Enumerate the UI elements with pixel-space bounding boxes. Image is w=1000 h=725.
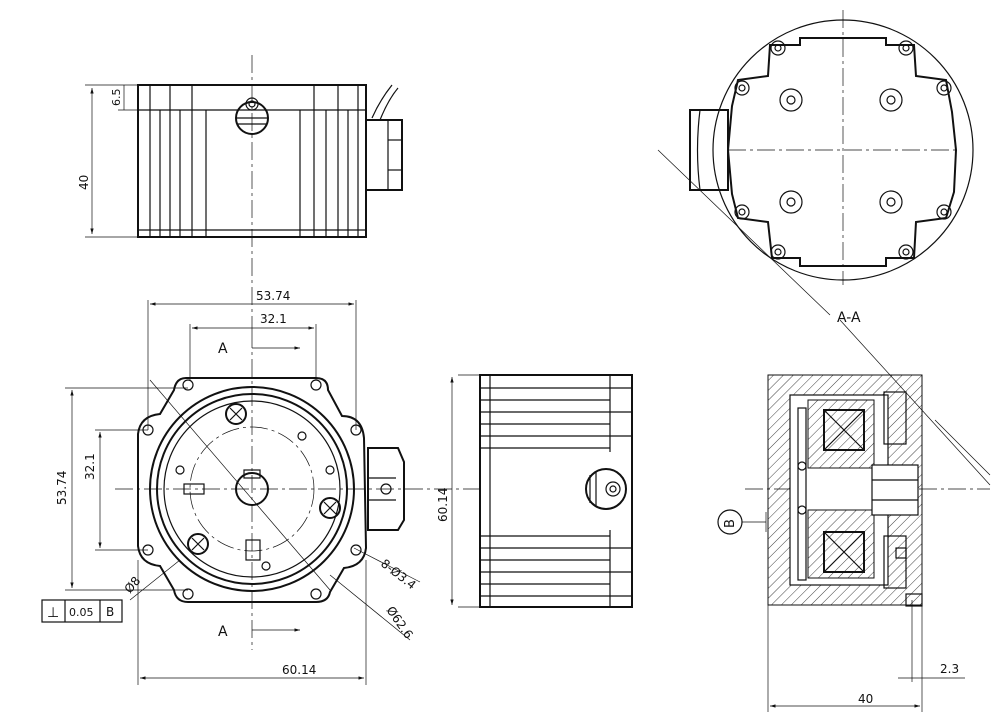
section-mark-a-top: A [218, 341, 228, 357]
dim-height-top: 40 [77, 175, 91, 190]
side-view-fins [480, 375, 632, 607]
tolerance-frame: ⊥ 0.05 B [41, 599, 123, 623]
top-view-screw [235, 97, 269, 135]
datum-b-label: B [723, 519, 738, 528]
dim-side-height: 60.14 [436, 488, 450, 522]
dim-bottom-width: 60.14 [282, 663, 316, 677]
tolerance-symbol: ⊥ [47, 605, 59, 621]
front-view-screws [187, 403, 341, 555]
dim-hole-spacing-y: 32.1 [83, 453, 97, 480]
dim-overall-height: 53.74 [55, 471, 69, 505]
cross-section: B 40 2.3 [717, 319, 991, 712]
section-view-label: A-A [837, 310, 861, 326]
datum-b-marker: B [717, 509, 767, 535]
side-view-screw [585, 468, 627, 510]
dim-small-diameter: Ø8 [122, 574, 144, 596]
top-view-connector [365, 84, 403, 191]
tolerance-datum: B [106, 605, 114, 619]
section-mark-a-bottom: A [218, 624, 228, 640]
front-view: 53.74 32.1 53.74 32.1 60.14 8-Ø3.4 Ø62.6… [41, 289, 485, 685]
section-coils [823, 409, 865, 573]
dim-overall-width: 53.74 [256, 289, 290, 303]
dim-section-small: 2.3 [940, 662, 959, 676]
front-view-small-holes [175, 431, 335, 571]
top-view: 40 6.5 [77, 55, 403, 330]
front-view-connector [367, 447, 405, 531]
front-view-hub [149, 379, 331, 591]
section-view-aa: A-A [657, 10, 974, 326]
dim-section-width: 40 [858, 692, 873, 706]
section-view-holes [734, 40, 952, 260]
dim-small-top: 6.5 [110, 89, 123, 107]
dim-holes-callout: 8-Ø3.4 [378, 556, 419, 592]
dim-hole-spacing-x: 32.1 [260, 312, 287, 326]
tolerance-value: 0.05 [69, 606, 94, 619]
side-view: 60.14 [436, 374, 633, 608]
top-view-fins [149, 85, 359, 237]
